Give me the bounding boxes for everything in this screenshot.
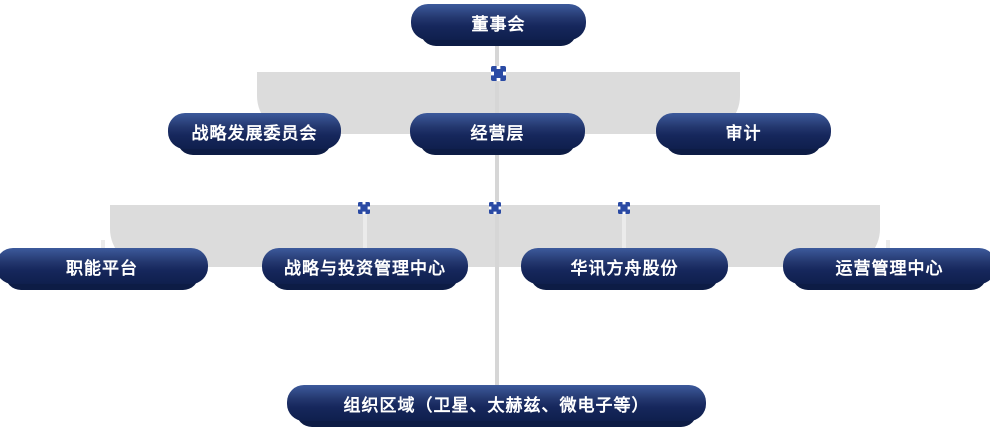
org-node-audit: 审计 (656, 113, 831, 155)
connector-stub-investment (363, 213, 367, 249)
node-face: 组织区域（卫星、太赫兹、微电子等） (287, 385, 706, 421)
connector-stub-operations (886, 240, 890, 250)
org-node-strategy-committee: 战略发展委员会 (168, 113, 341, 155)
connector-stub-huaxun (622, 213, 626, 249)
org-node-label: 经营层 (470, 123, 525, 143)
org-node-org-regions: 组织区域（卫星、太赫兹、微电子等） (287, 385, 706, 427)
node-face: 战略发展委员会 (168, 113, 341, 149)
junction-cross-icon (618, 202, 630, 214)
node-face: 董事会 (411, 4, 586, 40)
node-face: 经营层 (410, 113, 585, 149)
org-node-label: 职能平台 (66, 258, 138, 278)
org-node-functional-platform: 职能平台 (0, 248, 208, 290)
node-face: 审计 (656, 113, 831, 149)
org-node-board: 董事会 (411, 4, 586, 46)
junction-cross-icon (358, 202, 370, 214)
node-face: 战略与投资管理中心 (262, 248, 468, 284)
org-node-label: 审计 (725, 123, 762, 143)
node-face: 职能平台 (0, 248, 208, 284)
junction-cross-icon (491, 66, 506, 81)
org-node-operations-center: 运营管理中心 (783, 248, 990, 290)
org-node-label: 组织区域（卫星、太赫兹、微电子等） (343, 395, 650, 415)
org-node-label: 战略发展委员会 (191, 123, 318, 143)
org-node-label: 董事会 (471, 14, 526, 34)
connector-line-management-regions (495, 148, 499, 386)
org-node-label: 战略与投资管理中心 (284, 258, 446, 278)
org-node-strategy-investment-center: 战略与投资管理中心 (262, 248, 468, 290)
org-node-label: 华讯方舟股份 (570, 258, 679, 278)
org-node-huaxun-fangzhou: 华讯方舟股份 (521, 248, 728, 290)
connector-stub-functional (101, 240, 105, 250)
node-face: 运营管理中心 (783, 248, 990, 284)
junction-cross-icon (489, 202, 501, 214)
org-node-label: 运营管理中心 (835, 258, 944, 278)
node-face: 华讯方舟股份 (521, 248, 728, 284)
org-node-management: 经营层 (410, 113, 585, 155)
